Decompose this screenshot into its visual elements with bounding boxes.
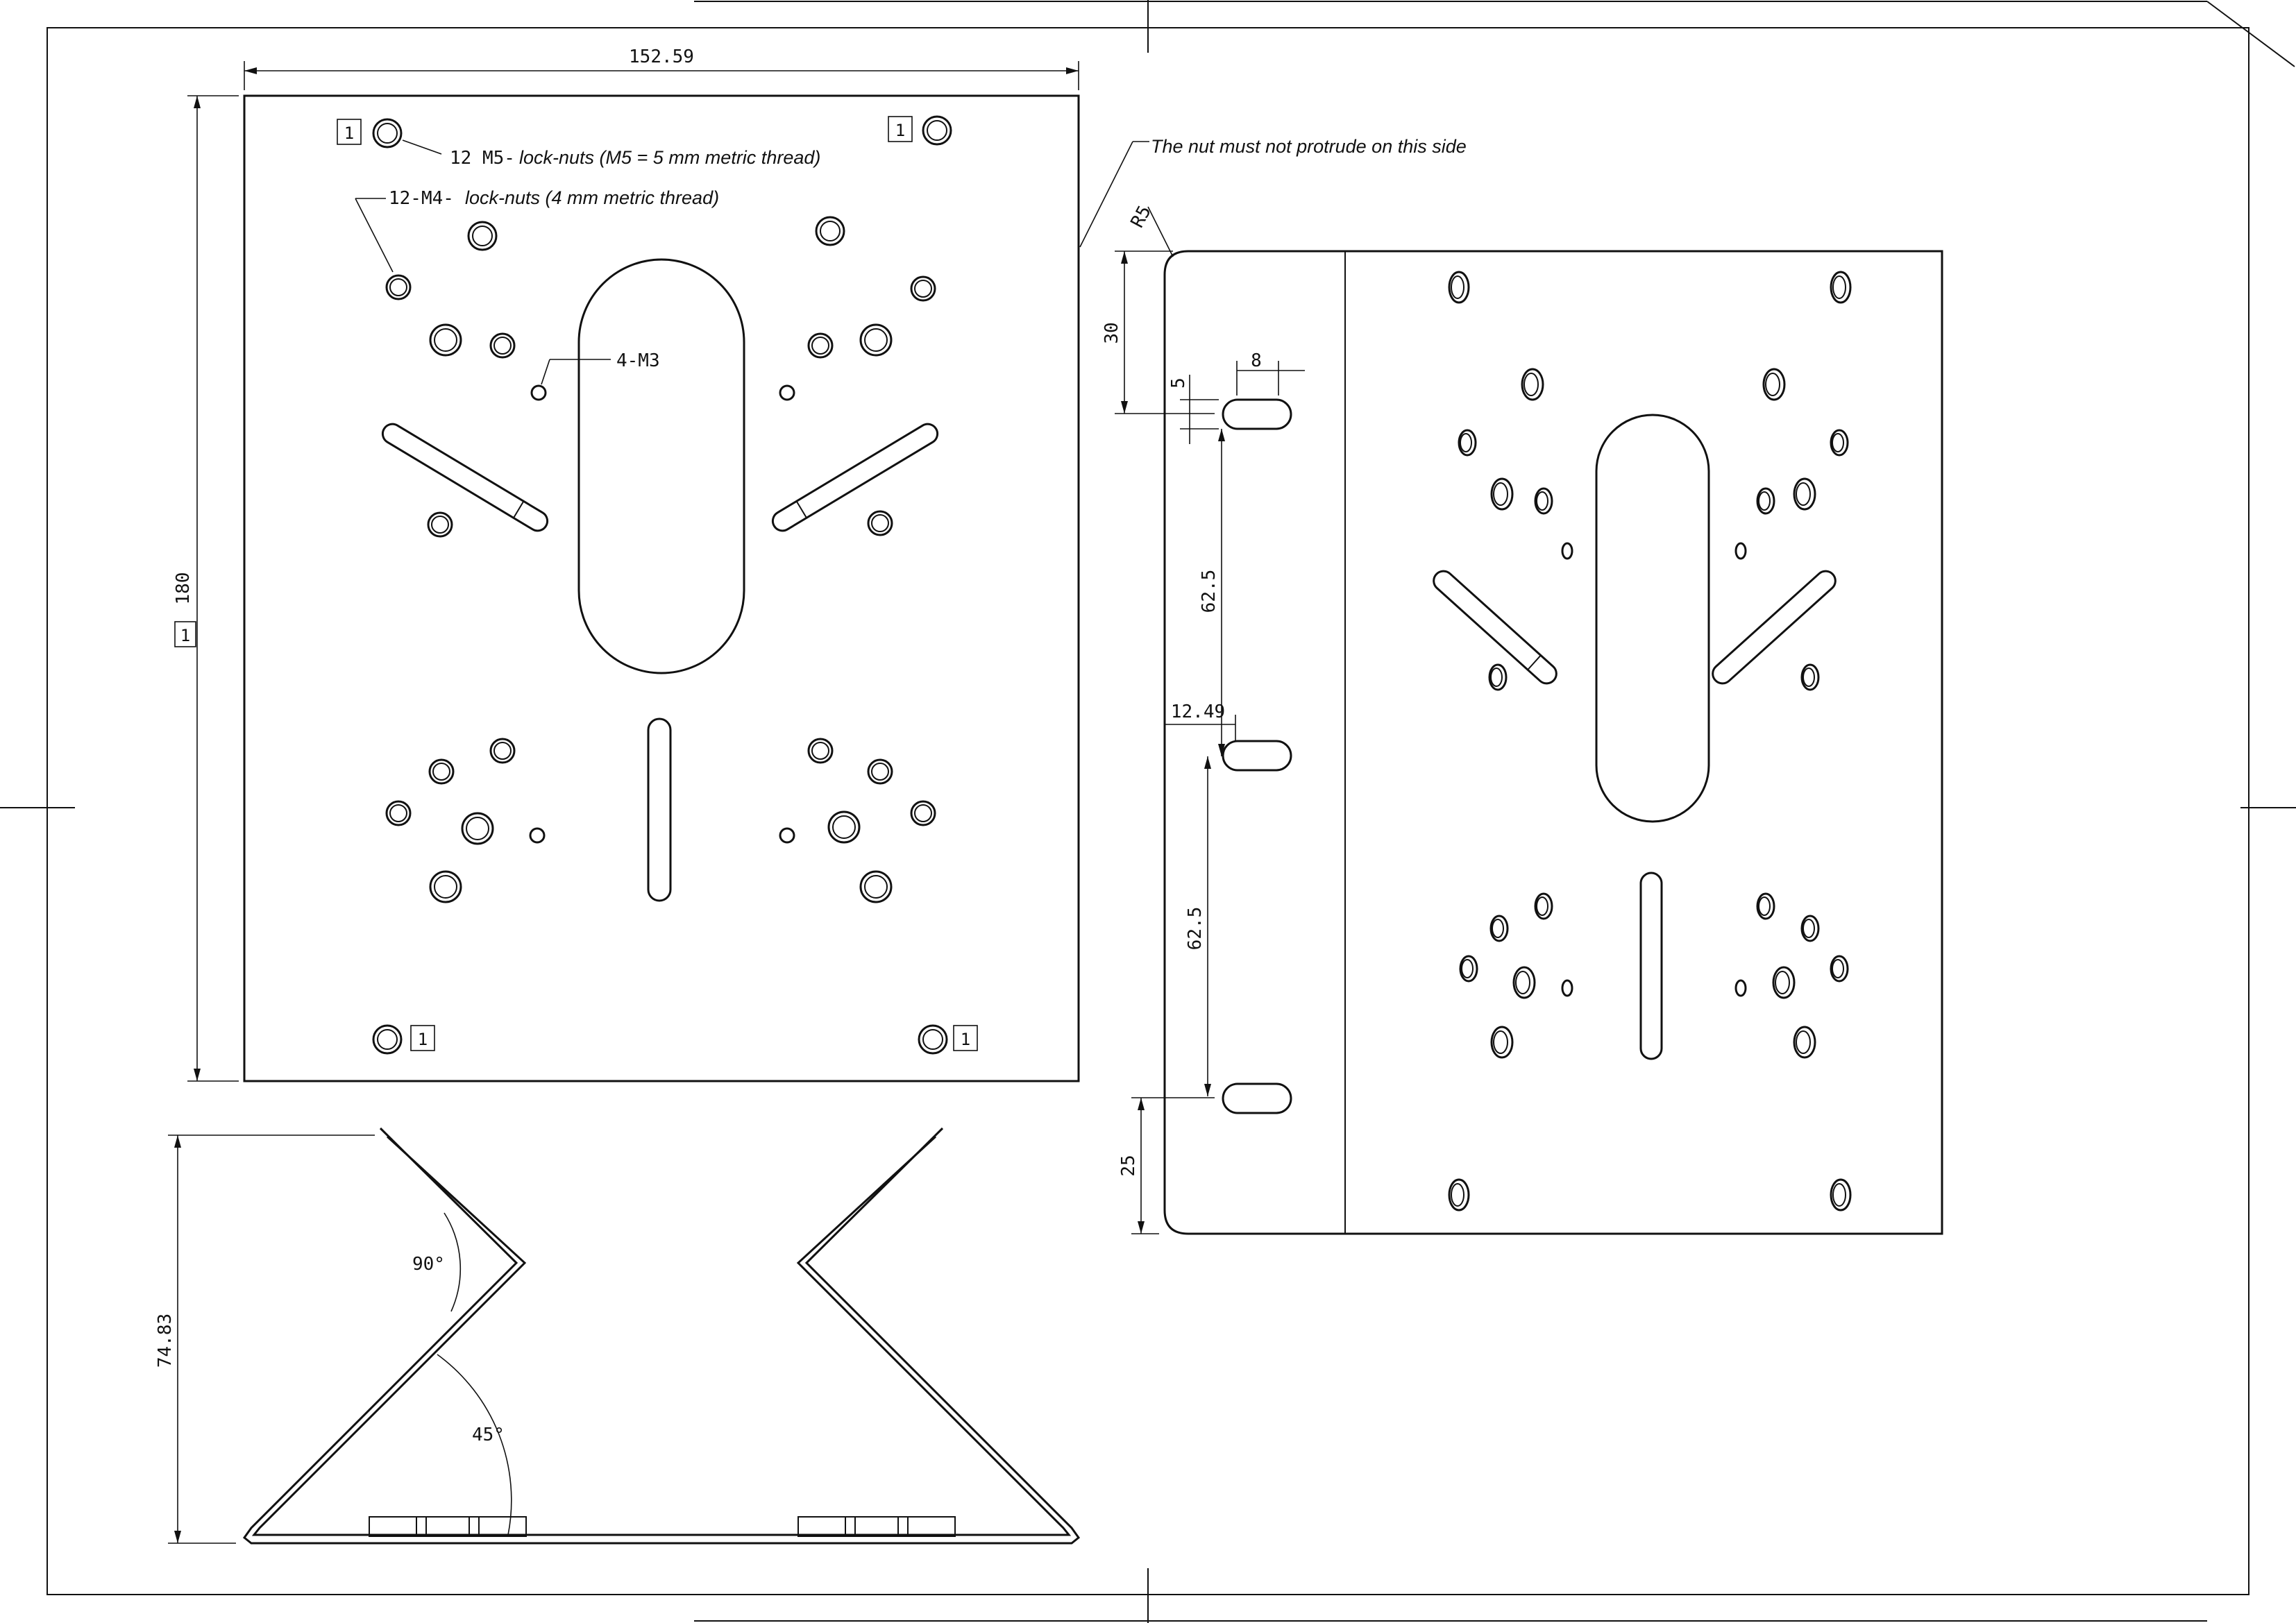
dim-slot-width: 8 [1251,350,1262,371]
bracket-nut-blocks [369,1516,956,1537]
flat-holes [1448,271,1852,1212]
top-width-value: 152.59 [629,46,694,67]
top-height-tag: 1 [180,626,190,645]
corner-tag-tl: 1 [344,124,354,143]
top-width-dimension: 152.59 [244,46,1079,90]
angle-arc-45 [437,1354,512,1536]
angle-arc-90 [444,1212,462,1312]
flat-central-cutout [1595,414,1710,823]
angle-90: 90° [412,1254,445,1275]
corner-tag-br: 1 [961,1030,970,1049]
side-height-dimension: 74.83 [155,1135,375,1544]
corner-tag-tr: 1 [895,121,905,140]
flat-diagonal-slots [1433,570,1837,685]
dim-spacing-2: 62.5 [1185,907,1206,951]
lower-hole-pattern [385,738,936,903]
flat-vertical-slot [1639,872,1663,1060]
vertical-slot [647,717,672,902]
angle-45: 45° [472,1425,505,1445]
bracket-profile-inner [251,1135,1072,1536]
corner-tag-bl: 1 [418,1030,428,1049]
m3-label: 4-M3 [616,350,660,371]
dim-slot-height: 5 [1168,377,1189,389]
m5-label: 12 M5- [450,148,515,169]
top-height-value: 180 [173,572,194,605]
flat-plate-outline [1163,250,1943,1235]
side-height-value: 74.83 [155,1314,176,1368]
diagonal-slots [381,423,939,532]
dim-top-offset: 30 [1101,322,1122,343]
top-view: 152.59 1 180 1 1 1 1 [173,46,1080,1082]
top-plate-outline [243,94,1080,1082]
top-height-dimension: 1 180 [173,95,239,1082]
top-annotations: 12 M5- lock-nuts (M5 = 5 mm metric threa… [355,139,820,385]
side-view: 74.83 90° 45° [155,1127,1081,1545]
bracket-profile-outer [242,1127,1081,1545]
central-cutout [577,258,745,674]
dim-bottom-offset: 25 [1118,1155,1139,1176]
radius-label: R5 [1127,203,1156,232]
m4-note: lock-nuts (4 mm metric thread) [465,187,719,208]
m4-label: 12-M4- [389,188,454,209]
protrusion-note-text: The nut must not protrude on this side [1151,136,1467,157]
protrusion-note: The nut must not protrude on this side R… [1079,136,1467,257]
dim-edge-offset: 12.49 [1171,702,1225,722]
flat-dimensions: 30 8 5 62.5 12.49 62.5 25 [1101,250,1305,1234]
m5-note: lock-nuts (M5 = 5 mm metric thread) [519,147,820,168]
upper-hole-pattern [385,216,936,538]
flange-slots [1222,398,1292,1114]
dim-spacing-1: 62.5 [1199,570,1219,613]
corner-holes: 1 1 1 1 [337,115,978,1055]
right-view: The nut must not protrude on this side R… [1079,136,1943,1235]
